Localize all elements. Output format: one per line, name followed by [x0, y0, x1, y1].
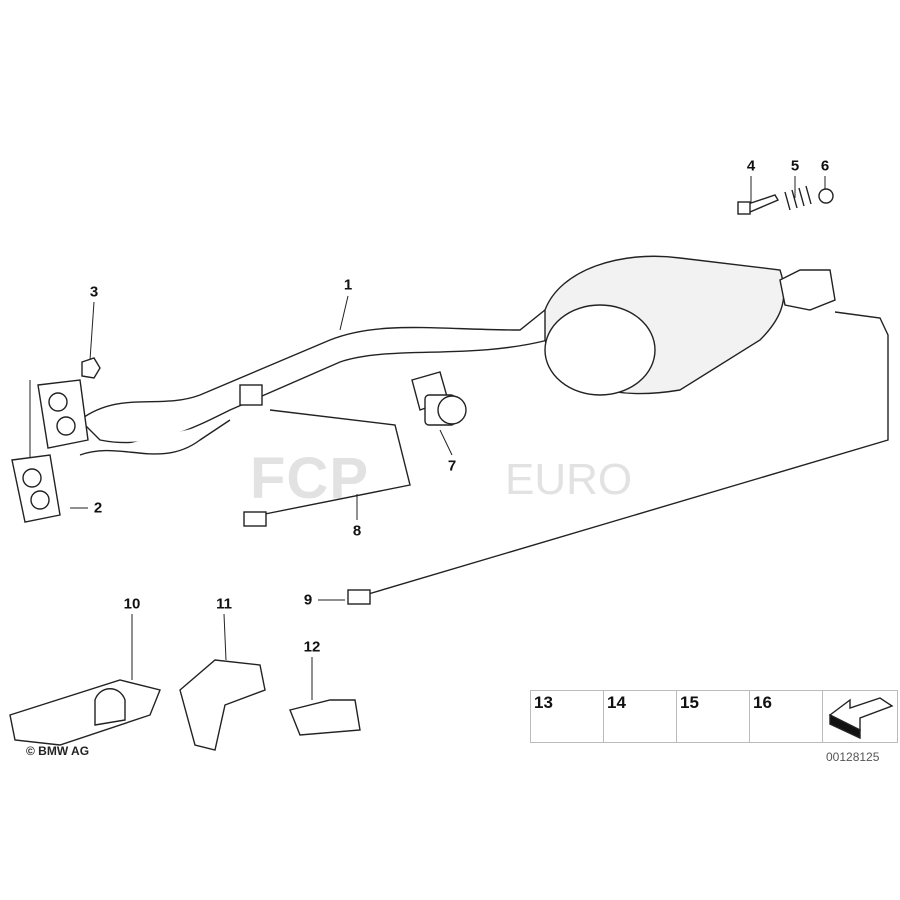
panel-cell-16[interactable]: 16: [749, 690, 823, 743]
oxygen-sensor-part-9: [347, 311, 889, 605]
callout-14[interactable]: 14: [607, 693, 626, 712]
panel-cell-14[interactable]: 14: [603, 690, 677, 743]
callout-6[interactable]: 6: [820, 157, 830, 175]
mount-part-7: [411, 371, 467, 426]
callout-7[interactable]: 7: [447, 457, 457, 475]
callout-1[interactable]: 1: [343, 276, 353, 294]
nut-part-3: [81, 357, 101, 379]
callout-4[interactable]: 4: [746, 157, 756, 175]
image-number: 00128125: [826, 750, 880, 764]
callout-5[interactable]: 5: [790, 157, 800, 175]
panel-cell-13[interactable]: 13: [530, 690, 604, 743]
callout-12[interactable]: 12: [303, 638, 321, 656]
bracket-part-11: [179, 659, 266, 751]
panel-cell-arrow: [822, 690, 898, 743]
bolt-spring-nut-parts: [737, 185, 834, 215]
oxygen-sensor-part-8: [243, 409, 411, 527]
callout-13[interactable]: 13: [534, 693, 553, 712]
watermark-logo: FCP: [250, 446, 369, 511]
copyright-text: © BMW AG: [26, 744, 90, 758]
callout-9[interactable]: 9: [303, 591, 313, 609]
callout-2[interactable]: 2: [93, 499, 103, 517]
callout-10[interactable]: 10: [123, 595, 141, 613]
callout-8[interactable]: 8: [352, 522, 362, 540]
bracket-part-10: [9, 679, 161, 746]
callout-3[interactable]: 3: [89, 283, 99, 301]
callout-15[interactable]: 15: [680, 693, 699, 712]
callout-11[interactable]: 11: [216, 595, 232, 613]
panel-cell-15[interactable]: 15: [676, 690, 750, 743]
catalytic-converter: [544, 255, 836, 396]
watermark-suffix: EURO: [505, 455, 633, 504]
front-pipe-part-1: [78, 308, 549, 456]
leader-lines: [29, 176, 826, 700]
bracket-part-12: [289, 699, 361, 736]
gasket-part-2: [11, 379, 89, 523]
callout-16[interactable]: 16: [753, 693, 772, 712]
